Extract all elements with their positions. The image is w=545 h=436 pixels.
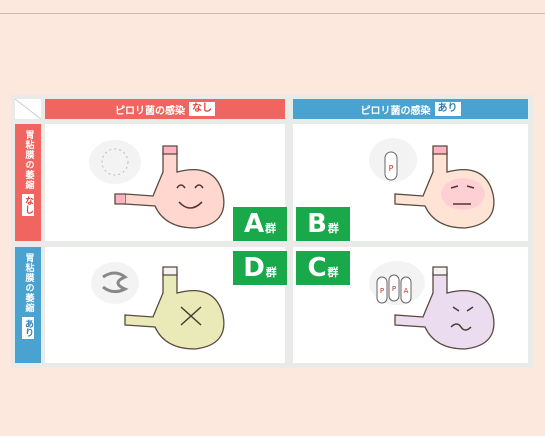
group-a-letter: A <box>244 209 264 239</box>
column-header-negative: ピロリ菌の感染 なし <box>45 99 285 119</box>
group-b-letter: B <box>307 209 327 239</box>
group-c-suffix: 群 <box>328 264 339 280</box>
bacteria-label: A <box>404 287 409 295</box>
row-header-positive: 胃粘膜の萎縮 あり <box>15 247 41 363</box>
matrix-corner <box>15 99 41 119</box>
group-c-letter: C <box>307 253 326 283</box>
row-header-negative-chip: なし <box>22 194 34 216</box>
row-header-positive-chip: あり <box>22 317 34 339</box>
column-header-positive-chip: あり <box>435 102 461 116</box>
bacteria-label: P <box>389 164 394 173</box>
top-divider <box>0 13 545 14</box>
column-header-negative-label: ピロリ菌の感染 <box>115 102 185 117</box>
row-header-negative-label: 胃粘膜の萎縮 <box>23 130 34 190</box>
group-d-letter: D <box>243 253 265 283</box>
row-header-negative: 胃粘膜の萎縮 なし <box>15 124 41 241</box>
column-header-positive: ピロリ菌の感染 あり <box>293 99 528 119</box>
group-a-suffix: 群 <box>265 220 276 236</box>
column-header-negative-chip: なし <box>189 102 215 116</box>
group-d-suffix: 群 <box>266 264 277 280</box>
row-header-positive-label: 胃粘膜の萎縮 <box>23 253 34 313</box>
bacteria-label: P <box>392 285 396 293</box>
column-header-positive-label: ピロリ菌の感染 <box>361 102 431 117</box>
group-b-suffix: 群 <box>328 220 339 236</box>
bacteria-label: P <box>380 287 384 295</box>
